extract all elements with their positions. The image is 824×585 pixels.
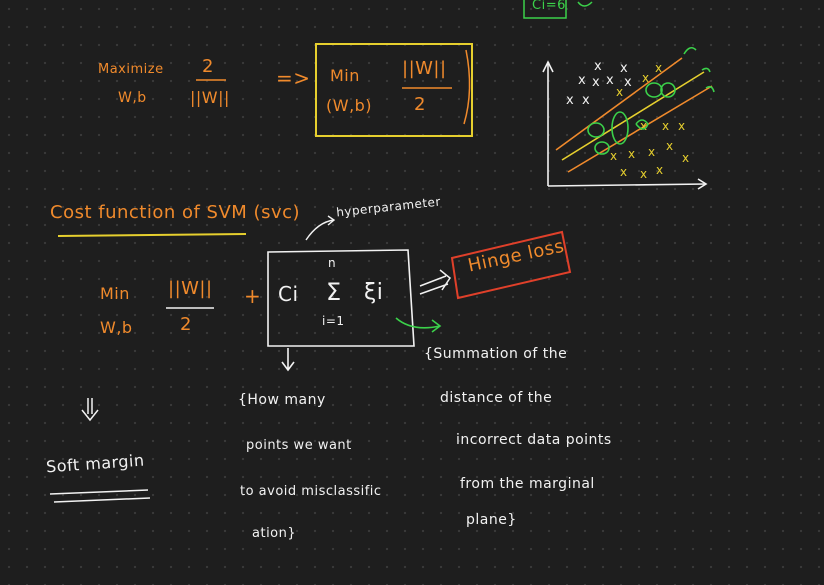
svg-text:x: x xyxy=(648,145,655,159)
note-mid-line-2: points we want xyxy=(246,438,352,453)
plus-sign: + xyxy=(244,284,262,308)
top-partial-box xyxy=(523,0,593,19)
svg-text:x: x xyxy=(578,73,586,88)
boxed-min-word: Min xyxy=(330,66,360,85)
maximize-word: Maximize xyxy=(98,62,164,77)
boxed-min-numerator: ||W|| xyxy=(402,58,447,79)
implies-arrow-1: => xyxy=(276,66,311,90)
svg-text:x: x xyxy=(620,61,628,76)
orange-bracket xyxy=(463,49,471,125)
svg-text:x: x xyxy=(620,165,627,179)
sigma-symbol: Σ xyxy=(326,278,342,306)
svg-text:x: x xyxy=(592,75,600,90)
cost-numerator: ||W|| xyxy=(168,278,213,299)
soft-margin-underline-1 xyxy=(49,489,149,495)
double-down-arrow xyxy=(81,398,99,422)
xi-term: ξi xyxy=(364,280,384,305)
svg-text:x: x xyxy=(594,59,602,74)
maximize-denominator: ||W|| xyxy=(190,88,230,107)
sigma-lower: i=1 xyxy=(322,314,345,328)
hyperparameter-arrow xyxy=(305,219,335,241)
green-arrow xyxy=(395,317,442,333)
boxed-min-under: (W,b) xyxy=(326,96,373,115)
svg-text:x: x xyxy=(682,151,689,165)
soft-margin-underline-2 xyxy=(53,497,151,503)
svg-text:x: x xyxy=(666,139,673,153)
note-right-line-2: distance of the xyxy=(440,390,553,406)
svg-text:x: x xyxy=(655,61,662,75)
note-mid-line-3: to avoid misclassific xyxy=(240,484,382,499)
note-right-line-4: from the marginal xyxy=(460,476,595,492)
hinge-arrow xyxy=(419,269,452,295)
svg-text:x: x xyxy=(628,147,635,161)
svg-text:x: x xyxy=(662,119,669,133)
maximize-under: W,b xyxy=(118,90,147,106)
sigma-upper: n xyxy=(328,256,337,270)
svg-text:x: x xyxy=(582,93,590,108)
cost-min-word: Min xyxy=(100,284,130,303)
maximize-numerator: 2 xyxy=(202,56,214,77)
svg-text:x: x xyxy=(640,119,647,133)
top-partial-label: Ci=6 xyxy=(532,0,566,13)
note-mid-line-1: {How many xyxy=(238,392,326,408)
section-title: Cost function of SVM (svc) xyxy=(50,202,301,223)
svg-text:x: x xyxy=(656,163,663,177)
svg-text:x: x xyxy=(610,149,617,163)
down-arrow xyxy=(281,348,295,372)
title-underline xyxy=(57,233,247,237)
svg-text:x: x xyxy=(624,75,632,90)
hinge-box xyxy=(450,230,572,300)
svg-text:x: x xyxy=(640,167,647,181)
svg-text:x: x xyxy=(616,85,623,99)
min-box xyxy=(315,43,473,137)
boxed-min-denominator: 2 xyxy=(414,94,426,115)
svg-text:x: x xyxy=(566,93,574,108)
svg-text:x: x xyxy=(606,73,614,88)
svg-text:x: x xyxy=(642,71,649,85)
note-mid-line-4: ation} xyxy=(252,526,297,541)
c-i-term: Ci xyxy=(278,282,299,306)
note-right-line-1: {Summation of the xyxy=(424,346,568,362)
cost-denominator: 2 xyxy=(180,314,192,335)
svg-text:x: x xyxy=(678,119,685,133)
note-right-line-5: plane} xyxy=(466,512,517,528)
note-right-line-3: incorrect data points xyxy=(456,432,612,448)
regularization-box xyxy=(267,249,415,347)
cost-min-under: W,b xyxy=(100,318,133,337)
